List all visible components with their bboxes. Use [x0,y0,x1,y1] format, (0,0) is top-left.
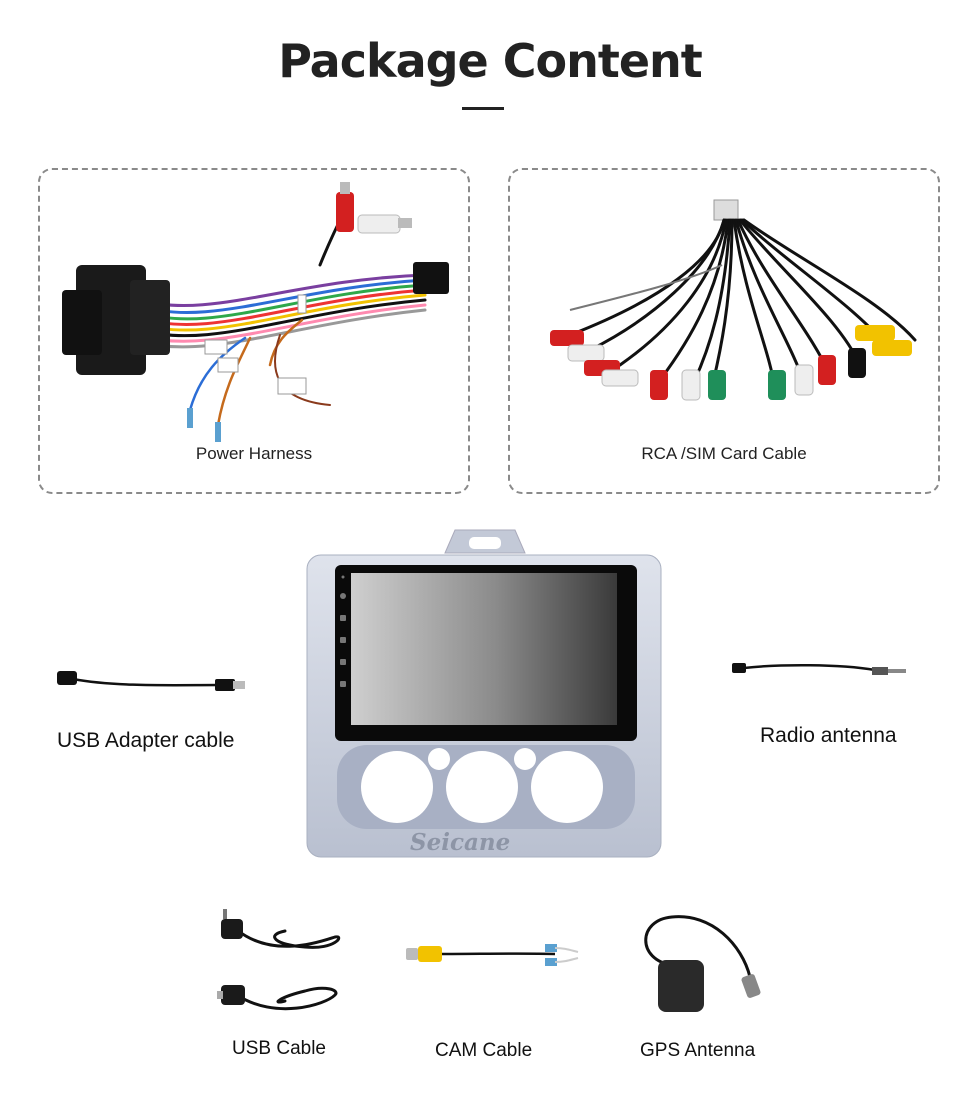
usb-adapter-image [57,671,245,691]
radio-antenna-label: Radio antenna [760,724,897,747]
gps-antenna-image [644,915,761,1012]
page-title: Package Content [278,34,703,88]
power-harness-label: Power Harness [195,444,313,463]
gps-antenna-label: GPS Antenna [640,1040,756,1061]
rca-cable-label: RCA /SIM Card Cable [641,444,807,463]
usb-cable-label: USB Cable [232,1038,326,1059]
brand-logo: Seicane [410,829,511,856]
power-harness-image [62,182,449,442]
cam-cable-image [406,944,579,966]
usb-adapter-label: USB Adapter cable [57,729,235,752]
title-divider [462,107,504,110]
radio-antenna-image [732,663,906,675]
usb-cable-image [217,909,341,1011]
rca-cable-panel: RCA /SIM Card Cable [508,168,940,494]
head-unit-device [306,529,662,858]
cam-cable-label: CAM Cable [435,1040,533,1061]
power-harness-panel: Power Harness [38,168,470,494]
rca-cable-image [550,199,917,401]
